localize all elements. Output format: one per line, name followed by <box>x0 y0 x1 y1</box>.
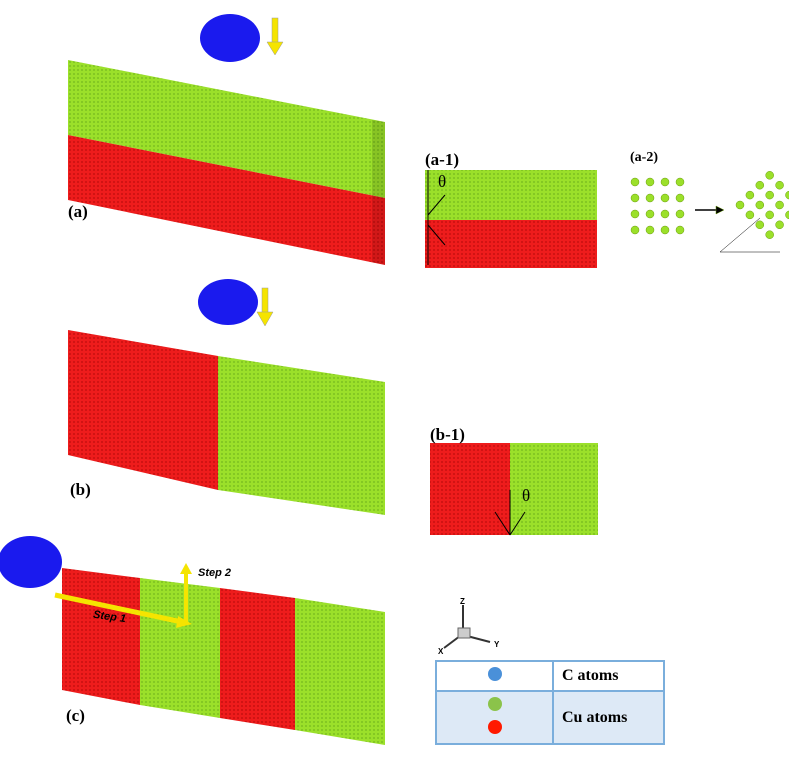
label-a1: (a-1) <box>425 150 459 169</box>
c-atom-dot <box>487 666 502 681</box>
down-arrow-a <box>266 17 284 56</box>
lattice-atom <box>755 200 765 210</box>
step2-arrow <box>180 563 192 625</box>
lattice-atom <box>630 225 640 235</box>
legend-label-c: C atoms <box>552 660 665 692</box>
lattice-atom <box>660 193 670 203</box>
lattice-atom <box>645 177 655 187</box>
panel-b-slab <box>68 330 385 515</box>
lattice-atom <box>630 209 640 219</box>
label-a2: (a-2) <box>630 150 658 165</box>
theta-a1: θ <box>438 172 447 191</box>
lattice-atom <box>755 220 765 230</box>
lattice-atom <box>675 193 685 203</box>
label-c: (c) <box>66 706 85 725</box>
lattice-atom <box>785 190 789 200</box>
lattice-atom <box>675 177 685 187</box>
lattice-atom <box>675 209 685 219</box>
legend-row-c: C atoms <box>435 660 665 692</box>
panel-a2-lattice <box>630 171 789 253</box>
lattice-atom <box>675 225 685 235</box>
lattice-atom <box>765 171 774 180</box>
cu-atom-green-dot <box>487 696 502 711</box>
legend-table: C atoms Cu atoms <box>435 660 665 745</box>
panel-a-slab <box>68 60 385 265</box>
panel-a1-image <box>425 170 597 268</box>
lattice-atom <box>765 190 774 200</box>
lattice-atom <box>630 177 640 187</box>
lattice-atom <box>765 210 774 220</box>
label-a: (a) <box>68 202 88 221</box>
axis-x: X <box>438 647 444 656</box>
lattice-atom <box>775 180 784 190</box>
lattice-atom <box>660 209 670 219</box>
lattice-atom <box>645 209 655 219</box>
axis-z: Z <box>460 597 465 606</box>
lattice-atom <box>645 225 655 235</box>
lattice-atom <box>630 193 640 203</box>
theta-b1: θ <box>522 486 531 505</box>
lattice-atom <box>785 210 789 220</box>
label-b1: (b-1) <box>430 425 465 444</box>
legend-row-cu: Cu atoms <box>435 690 665 745</box>
lattice-atom <box>660 225 670 235</box>
lattice-atom <box>735 200 745 210</box>
lattice-atom <box>755 180 765 190</box>
carbon-cluster-c <box>0 536 62 588</box>
legend-label-cu: Cu atoms <box>552 690 665 745</box>
step2-label: Step 2 <box>198 567 232 579</box>
lattice-atom <box>775 200 784 210</box>
label-b: (b) <box>70 480 91 499</box>
lattice-atom <box>775 220 784 230</box>
lattice-atom <box>745 190 755 200</box>
carbon-cluster-b <box>198 279 258 325</box>
lattice-atom <box>765 230 774 239</box>
lattice-atom <box>660 177 670 187</box>
axis-y: Y <box>494 640 500 649</box>
lattice-atom <box>745 210 755 220</box>
axis-triad <box>443 605 491 649</box>
carbon-cluster-a <box>200 14 260 62</box>
cu-atom-red-dot <box>487 719 502 734</box>
down-arrow-b <box>256 287 274 327</box>
panel-c-slab <box>62 568 385 745</box>
panel-b1-image <box>430 443 598 536</box>
lattice-atom <box>645 193 655 203</box>
